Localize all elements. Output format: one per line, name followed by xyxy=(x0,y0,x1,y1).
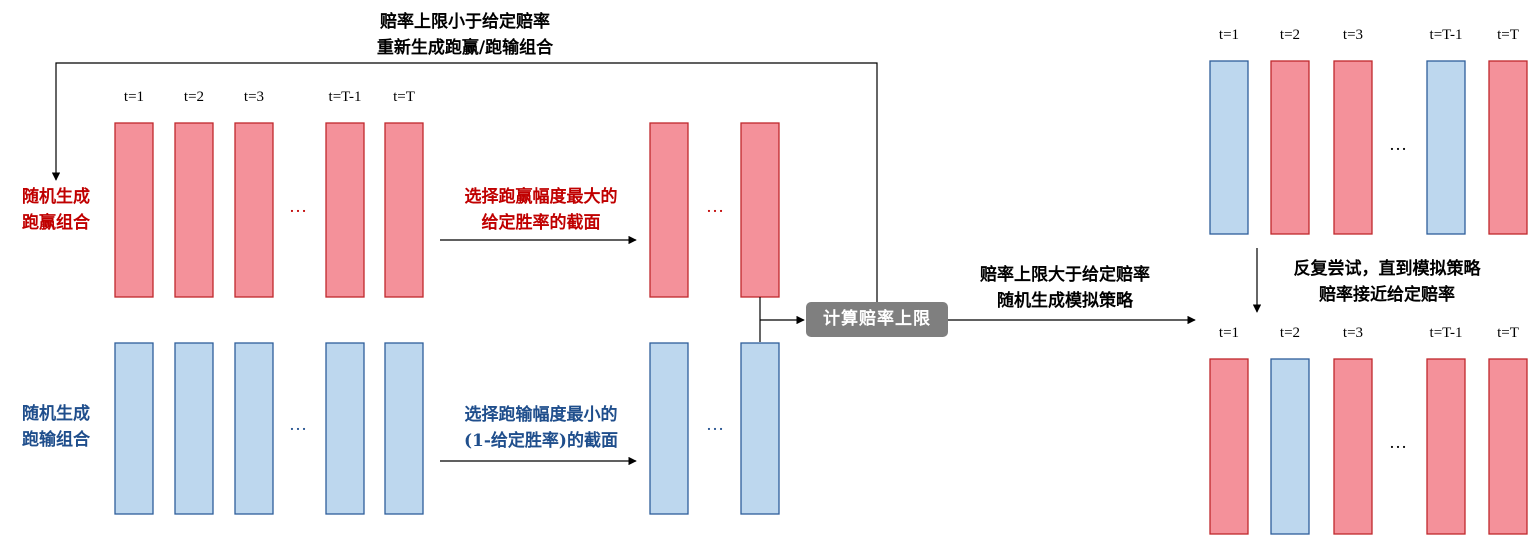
strategy-a-bar-2 xyxy=(1270,60,1310,235)
strategy-b-bar-4 xyxy=(1426,358,1466,535)
win-ellipsis: … xyxy=(289,196,307,216)
left-time-label-4: t=T-1 xyxy=(328,89,362,105)
selected-lose-bar-2 xyxy=(740,342,780,515)
connector-layer xyxy=(51,62,1262,466)
retry-line1: 反复尝试，直到模拟策略 xyxy=(1293,259,1481,279)
left-time-label-2: t=2 xyxy=(183,89,205,105)
selected-lose-bar-1 xyxy=(649,342,689,515)
left-time-label-3: t=3 xyxy=(243,89,265,105)
strategy-a-ellipsis: … xyxy=(1389,134,1407,154)
bars-layer xyxy=(114,60,1528,535)
strategy-a-bar-3 xyxy=(1333,60,1373,235)
top-loop-line1: 赔率上限小于给定赔率 xyxy=(380,12,550,32)
lose-ellipsis: … xyxy=(289,414,307,434)
win-bar-3 xyxy=(234,122,274,298)
strategy-b-time-label-3: t=3 xyxy=(1342,325,1364,341)
odds-above-line2: 随机生成模拟策略 xyxy=(997,291,1133,311)
selected-win-bar-1 xyxy=(649,122,689,298)
win-bar-2 xyxy=(174,122,214,298)
win-group-line1: 随机生成 xyxy=(22,187,90,207)
top-loop-caption: 赔率上限小于给定赔率 重新生成跑赢/跑输组合 xyxy=(330,9,600,61)
strategy-b-ellipsis: … xyxy=(1389,432,1407,452)
lose-bar-4 xyxy=(325,342,365,515)
strategy-a-time-label-5: t=T xyxy=(1497,27,1519,43)
strategy-b-bar-2 xyxy=(1270,358,1310,535)
left-time-label-1: t=1 xyxy=(123,89,145,105)
win-bar-4 xyxy=(325,122,365,298)
lose-bar-3 xyxy=(234,342,274,515)
strategy-a-bar-4 xyxy=(1426,60,1466,235)
strategy-a-time-label-4: t=T-1 xyxy=(1429,27,1463,43)
lose-group-line1: 随机生成 xyxy=(22,404,90,424)
strategy-a-bar-5 xyxy=(1488,60,1528,235)
strategy-b-bar-5 xyxy=(1488,358,1528,535)
win-select-line2: 给定胜率的截面 xyxy=(481,213,601,233)
strategy-b-time-label-4: t=T-1 xyxy=(1429,325,1463,341)
selected-lose-ellipsis: … xyxy=(706,414,724,434)
lose-group-line2: 跑输组合 xyxy=(22,430,90,450)
retry-caption: 反复尝试，直到模拟策略 赔率接近给定赔率 xyxy=(1262,256,1512,308)
strategy-b-time-label-1: t=1 xyxy=(1218,325,1240,341)
lose-bar-5 xyxy=(384,342,424,515)
win-bar-1 xyxy=(114,122,154,298)
lose-bar-1 xyxy=(114,342,154,515)
win-group-line2: 跑赢组合 xyxy=(22,213,90,233)
strategy-a-time-label-2: t=2 xyxy=(1279,27,1301,43)
lose-select-line1: 选择跑输幅度最小的 xyxy=(464,405,618,425)
win-group-label: 随机生成 跑赢组合 xyxy=(8,184,104,236)
lose-group-label: 随机生成 跑输组合 xyxy=(8,401,104,453)
strategy-a-bar-1 xyxy=(1209,60,1249,235)
calc-upper-odds-box: 计算赔率上限 xyxy=(806,302,948,337)
strategy-b-bar-1 xyxy=(1209,358,1249,535)
strategy-b-bar-3 xyxy=(1333,358,1373,535)
top-loop-line2: 重新生成跑赢/跑输组合 xyxy=(376,38,554,58)
feedback-loop-arrow xyxy=(51,62,878,302)
lose-select-caption: 选择跑输幅度最小的 (1-给定胜率)的截面 xyxy=(426,402,656,454)
selected-win-ellipsis: … xyxy=(706,196,724,216)
win-select-caption: 选择跑赢幅度最大的 给定胜率的截面 xyxy=(426,184,656,236)
lose-bar-2 xyxy=(174,342,214,515)
strategy-b-time-label-5: t=T xyxy=(1497,325,1519,341)
strategy-b-time-label-2: t=2 xyxy=(1279,325,1301,341)
strategy-a-time-label-3: t=3 xyxy=(1342,27,1364,43)
lose-select-line2: (1-给定胜率)的截面 xyxy=(464,431,618,451)
win-bar-5 xyxy=(384,122,424,298)
odds-above-caption: 赔率上限大于给定赔率 随机生成模拟策略 xyxy=(945,262,1185,314)
odds-above-line1: 赔率上限大于给定赔率 xyxy=(980,265,1150,285)
win-select-line1: 选择跑赢幅度最大的 xyxy=(464,187,618,207)
retry-line2: 赔率接近给定赔率 xyxy=(1319,285,1455,305)
left-time-label-5: t=T xyxy=(393,89,415,105)
strategy-a-time-label-1: t=1 xyxy=(1218,27,1240,43)
